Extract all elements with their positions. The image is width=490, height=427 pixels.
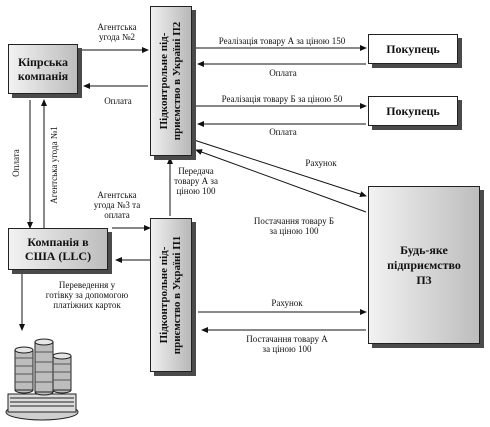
label-invoice-2: Рахунок <box>271 298 303 308</box>
cash-stacks-icon <box>5 338 79 421</box>
buyer-top-label: Покупець <box>386 41 440 56</box>
buyer-mid-box: Покупець <box>368 96 458 126</box>
label-sale-a: Реалізація товару А за ціною 150 <box>218 36 346 46</box>
buyer-top-box: Покупець <box>368 34 458 64</box>
ua-enterprise-p1-box: Підконтрольне під- приємство в Україні П… <box>150 218 192 372</box>
any-enterprise-p3-box: Будь-яке підприємство П3 <box>368 186 480 344</box>
label-payment-cyprus: Оплата <box>104 96 132 106</box>
cyprus-company-box: Кіпрська компанія <box>8 44 78 94</box>
label-handover-a: Передача товару А за ціною 100 <box>174 166 218 196</box>
label-agency-1: Агентська угода №1 <box>49 126 59 204</box>
label-agency-3: Агентська угода №3 та оплата <box>93 190 141 220</box>
label-sale-b: Реалізація товару Б за ціною 50 <box>221 94 343 104</box>
label-supply-a: Постачання товару А за ціною 100 <box>246 334 328 354</box>
label-cash-transfer: Переведення у готівку за допомогою платі… <box>45 280 129 310</box>
label-payment-vertical: Оплата <box>11 149 21 177</box>
buyer-mid-label: Покупець <box>386 103 440 118</box>
any-enterprise-p3-label: Будь-яке підприємство П3 <box>387 242 461 287</box>
ua-enterprise-p2-label: Підконтрольне під- приємство в Україні П… <box>158 21 183 141</box>
label-invoice-1: Рахунок <box>305 158 337 168</box>
label-pay-b: Оплата <box>269 127 297 137</box>
ua-enterprise-p1-label: Підконтрольне під- приємство в Україні П… <box>158 235 183 355</box>
usa-company-box: Компанія в США (LLC) <box>8 228 108 270</box>
label-supply-b: Постачання товару Б за ціною 100 <box>253 216 335 236</box>
ua-enterprise-p2-box: Підконтрольне під- приємство в Україні П… <box>150 6 192 156</box>
label-agency-2: Агентська угода №2 <box>97 22 137 42</box>
usa-company-label: Компанія в США (LLC) <box>24 235 92 263</box>
label-pay-a: Оплата <box>269 68 297 78</box>
cyprus-company-label: Кіпрська компанія <box>17 55 69 83</box>
